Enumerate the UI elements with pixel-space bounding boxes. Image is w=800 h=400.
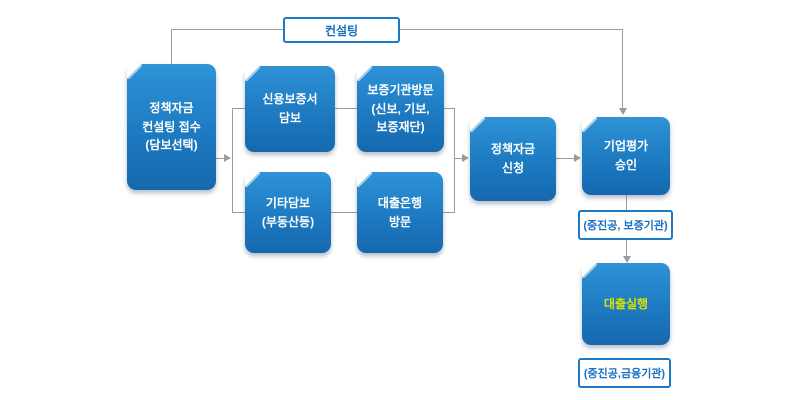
node-evaluation-approval: 기업평가 승인 [582, 117, 670, 195]
node-policy-fund-reception: 정책자금 컨설팅 접수 (담보선택) [127, 64, 216, 190]
fold-corner-icon [357, 172, 372, 187]
connector-reception-to-consulting-vertical [171, 29, 172, 64]
node-evaluation-line1: 기업평가 [603, 139, 649, 154]
node-loan-execution-label: 대출실행 [603, 296, 649, 311]
node-guarantee-agency-visit: 보증기관방문 (신보, 기보, 보증재단) [357, 66, 444, 152]
arrowhead-reception-branch [224, 154, 231, 162]
arrowhead-application-to-evaluation [574, 154, 581, 162]
connector-consulting-to-evaluation-vertical [622, 29, 623, 109]
node-consulting-label: 컨설팅 [324, 23, 359, 38]
node-credit-guarantee-collateral: 신용보증서 담보 [245, 66, 335, 152]
node-guarantee-visit-line2: (신보, 기보, [371, 101, 430, 116]
node-guarantee-visit-line3: 보증재단) [376, 120, 425, 135]
connector-merge-to-application [454, 158, 463, 159]
connector-reception-branch [216, 158, 226, 159]
fold-corner-icon [582, 263, 597, 278]
node-loan-bank-visit: 대출은행 방문 [357, 172, 443, 253]
arrowhead-into-loan-execution [623, 256, 631, 263]
node-reception-line1: 정책자금 [149, 101, 194, 116]
node-loan-execution: 대출실행 [582, 263, 670, 345]
node-credit-guarantee-line2: 담보 [278, 111, 302, 125]
connector-guarantee-visit-merge [444, 108, 454, 109]
node-execution-agencies: (중진공,금융기관) [578, 358, 671, 388]
node-reception-line3: (담보선택) [145, 138, 198, 153]
node-fund-application: 정책자금 신청 [470, 117, 556, 201]
node-reception-line2: 컨설팅 접수 [142, 119, 201, 134]
node-other-collateral: 기타담보 (부동산등) [245, 172, 331, 253]
fold-corner-icon [245, 66, 260, 81]
fold-corner-icon [470, 117, 485, 132]
node-execution-agencies-label: (중진공,금융기관) [583, 368, 666, 380]
arrowhead-into-evaluation-approval [619, 108, 627, 115]
fold-corner-icon [127, 64, 142, 79]
node-fund-application-line1: 정책자금 [490, 142, 536, 157]
connector-agencies-to-execution [626, 240, 627, 257]
node-consulting: 컨설팅 [283, 17, 400, 43]
connector-loan-bank-merge [443, 212, 454, 213]
node-guarantee-visit-line1: 보증기관방문 [367, 83, 434, 98]
node-fund-application-line2: 신청 [501, 161, 525, 175]
connector-evaluation-to-agencies [626, 195, 627, 210]
fold-corner-icon [245, 172, 260, 187]
fold-corner-icon [582, 117, 597, 132]
connector-application-to-evaluation [556, 158, 575, 159]
connector-other-to-loan-bank [331, 212, 357, 213]
node-evaluation-agencies: (중진공, 보증기관) [578, 210, 673, 240]
connector-branch-to-credit-guarantee [232, 108, 245, 109]
node-credit-guarantee-line1: 신용보증서 [262, 92, 318, 107]
connector-branch-to-other-collateral [232, 212, 245, 213]
node-loan-bank-line1: 대출은행 [377, 195, 423, 210]
connector-consulting-to-evaluation-horizontal [400, 29, 622, 30]
fold-corner-icon [357, 66, 372, 81]
connector-credit-to-guarantee-visit [335, 108, 357, 109]
node-other-collateral-line2: (부동산등) [261, 214, 315, 229]
connector-reception-to-consulting-horizontal [171, 29, 283, 30]
node-other-collateral-line1: 기타담보 [265, 195, 311, 210]
node-evaluation-line2: 승인 [614, 158, 638, 172]
node-loan-bank-line2: 방문 [388, 214, 412, 229]
connector-branch-junction-vertical [232, 108, 233, 213]
connector-merge-junction-vertical [454, 108, 455, 213]
arrowhead-into-fund-application [462, 154, 469, 162]
node-evaluation-agencies-label: (중진공, 보증기관) [583, 220, 668, 232]
